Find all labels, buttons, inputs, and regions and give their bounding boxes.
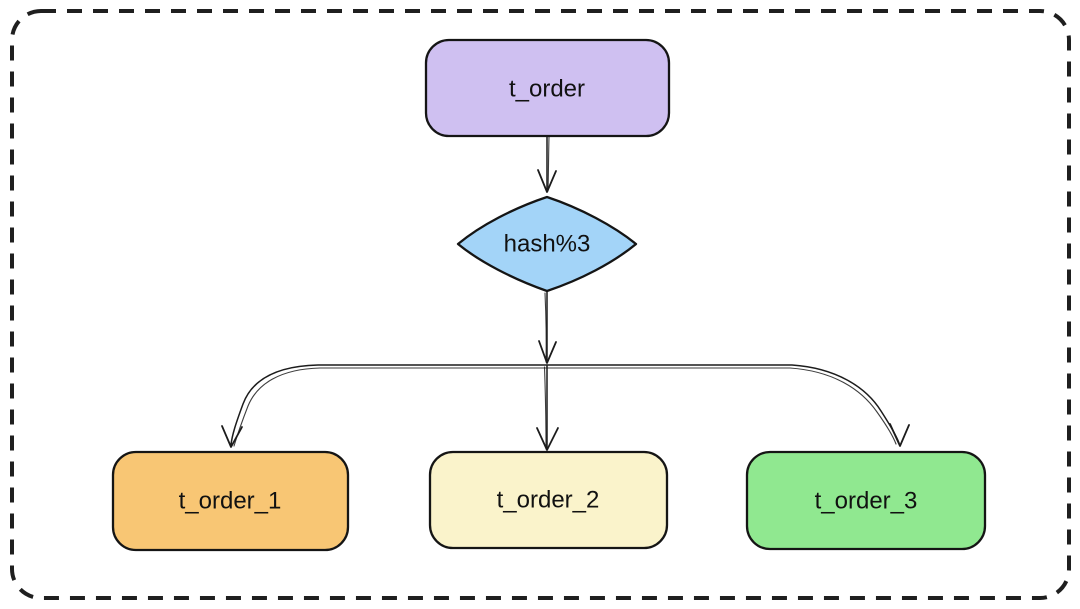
node-hash-label: hash%3: [504, 231, 591, 258]
edge-hash-to-junction: [538, 290, 557, 364]
dashed-frame-border: [10, 9, 1071, 600]
edge-line-sketch: [543, 366, 547, 450]
node-t-order-shape: [424, 38, 671, 138]
edge-line-sketch: [547, 136, 550, 192]
node-hash-shape: [456, 195, 638, 293]
edge-t-order-to-hash: [537, 135, 557, 193]
edge-line-sketch: [544, 292, 547, 363]
edge-hash-to-t-order-1: [221, 364, 548, 448]
node-t-order-3-label: t_order_3: [815, 488, 918, 515]
node-t-order-3-shape: [745, 450, 987, 551]
edge-line: [230, 364, 548, 446]
arrowhead-down-icon: [537, 169, 557, 193]
edge-line: [546, 364, 900, 444]
node-t-order: t_order: [424, 38, 671, 138]
node-t-order-2-shape: [428, 450, 669, 550]
node-t-order-label: t_order: [509, 76, 585, 103]
edge-line-sketch: [546, 367, 897, 445]
node-t-order-1-label: t_order_1: [179, 488, 282, 515]
edge-line-sketch: [233, 367, 548, 447]
node-t-order-3: t_order_3: [745, 450, 987, 551]
arrowhead-down-icon: [536, 427, 559, 451]
edge-hash-to-t-order-3: [546, 364, 910, 447]
arrowhead-down-icon: [221, 425, 243, 448]
node-t-order-1: t_order_1: [111, 450, 350, 552]
node-t-order-2: t_order_2: [428, 450, 669, 550]
node-hash-decision: hash%3: [456, 195, 638, 293]
arrowhead-down-icon: [538, 340, 557, 364]
arrowhead-down-icon: [889, 423, 910, 447]
node-t-order-1-shape: [111, 450, 350, 552]
edge-hash-to-t-order-2: [536, 365, 559, 451]
node-t-order-2-label: t_order_2: [497, 487, 600, 514]
